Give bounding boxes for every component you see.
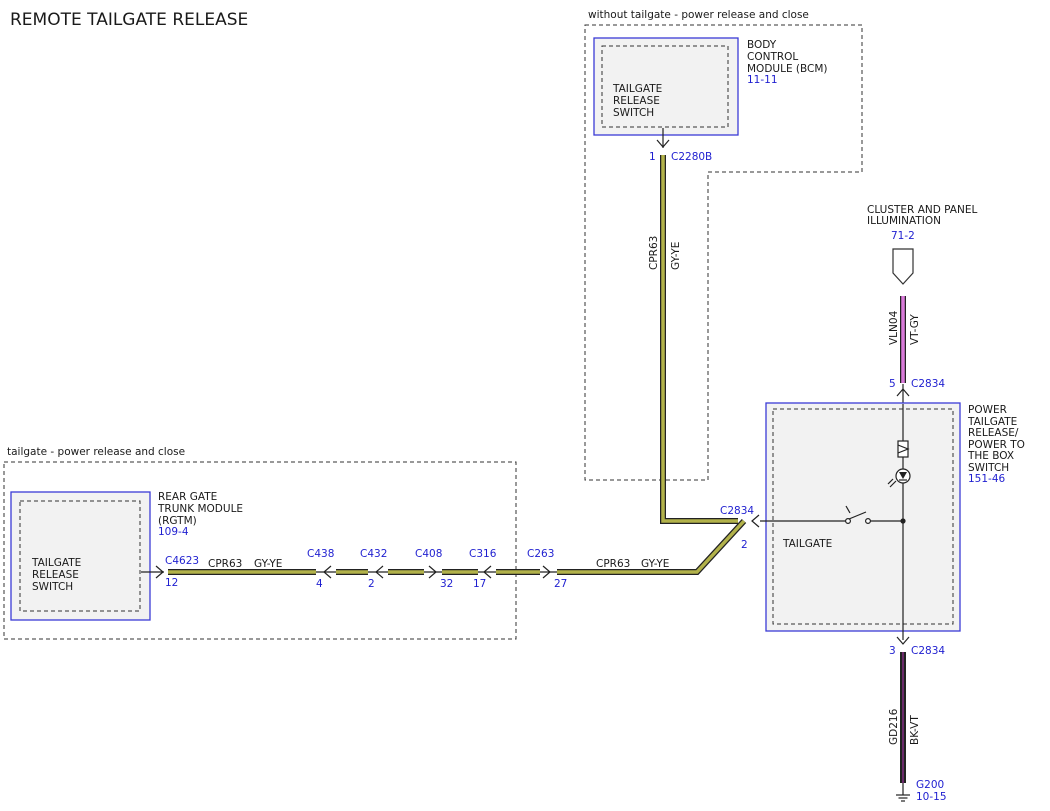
connector-c438-name: C438 [307,548,334,560]
rgtm-switch-label-3: SWITCH [32,581,73,593]
ptr-switch-area [772,408,954,625]
ground-name: G200 [916,779,944,791]
ptr-switch-contact-right [864,517,871,524]
ptr-name-2: TAILGATE [967,416,1017,428]
bcm-switch-label-1: TAILGATE [612,83,662,95]
wire-main-color: GY-YE [641,558,669,570]
ptr-switch-actuator [845,505,851,514]
connector-c438-pin: 4 [316,578,323,590]
connector-c263-name: C263 [527,548,554,560]
rgtm-switch-label-2: RELEASE [32,569,79,581]
rgtm-ref: 109-4 [158,526,189,538]
inline-connector-c316 [478,565,496,579]
wire-gd216-color: BK-VT [909,715,921,745]
rgtm-name-3: (RGTM) [158,515,197,527]
ptr-left-connector-arrow [751,514,760,528]
group-box-tailgate [3,461,517,640]
ptr-top-connector: C2834 [911,378,945,390]
ptr-name-1: POWER [968,404,1007,416]
cluster-name-1: CLUSTER AND PANEL [867,204,977,216]
ptr-bottom-pin: 3 [889,645,896,657]
ptr-left-pin: 2 [741,539,748,551]
connector-c408-name: C408 [415,548,442,560]
ptr-ref: 151-46 [968,473,1006,485]
inline-connector-c438 [316,565,336,579]
group-box-without-tailgate [584,24,863,481]
ptr-name-4: POWER TO [968,439,1025,451]
ptr-switch-label: TAILGATE [782,538,832,550]
ptr-top-pin: 5 [889,378,896,390]
ptr-left-connector: C2834 [720,505,754,517]
cluster-connector-symbol [892,248,914,285]
ptr-name-3: RELEASE/ [968,427,1019,439]
wire-vln04-circuit: VLN04 [888,310,900,345]
rgtm-connector-arrow [155,565,164,579]
ptr-name-6: SWITCH [968,462,1009,474]
wire-vertical-circuit: CPR63 [648,236,660,270]
bcm-ref: 11-11 [747,74,778,86]
ptr-name-5: THE BOX [967,450,1014,462]
rgtm-name-1: REAR GATE [158,491,217,503]
connector-c432-pin: 2 [368,578,375,590]
wire-rgtm-circuit: CPR63 [208,558,242,570]
rgtm-name-2: TRUNK MODULE [157,503,243,515]
ptr-resistor-mark [897,444,910,454]
wire-rgtm-color: GY-YE [254,558,282,570]
bcm-pin-number: 1 [649,151,656,163]
wire-cpr63-vertical [660,155,738,524]
wire-gd216-circuit: GD216 [888,708,900,745]
inline-connector-c263 [540,565,557,579]
bcm-connector-name: C2280B [671,151,712,163]
rgtm-pin-number: 12 [165,577,178,589]
group-label-tailgate: tailgate - power release and close [7,446,185,458]
bcm-name-3: MODULE (BCM) [747,63,828,75]
inline-connector-c432 [368,565,388,579]
inline-connector-c408 [424,565,442,579]
group-label-without-tailgate: without tailgate - power release and clo… [588,9,809,21]
connector-c408-pin: 32 [440,578,453,590]
connector-c432-name: C432 [360,548,387,560]
cluster-ref: 71-2 [891,230,915,242]
bcm-name-2: CONTROL [747,51,798,63]
connector-c263-pin: 27 [554,578,567,590]
bcm-connector-arrow [656,139,670,148]
rgtm-connector-name: C4623 [165,555,199,567]
ptr-bottom-connector: C2834 [911,645,945,657]
ptr-led-rays [887,478,897,488]
rgtm-switch-label-1: TAILGATE [31,557,81,569]
wire-cpr63-vertical-fill [661,155,738,523]
ptr-led-diode [899,472,907,479]
ptr-switch-contact-left [844,517,851,524]
ptr-switch-blade [848,511,867,520]
wire-cpr63-horizontal [168,518,747,575]
bcm-switch-label-2: RELEASE [613,95,660,107]
diagram-title: REMOTE TAILGATE RELEASE [10,10,248,30]
connector-c316-pin: 17 [473,578,486,590]
wire-main-circuit: CPR63 [596,558,630,570]
rgtm-tailgate-release-switch [19,500,141,612]
connector-c316-name: C316 [469,548,497,560]
ground-ref: 10-15 [916,791,947,803]
wire-vln04-color: VT-GY [909,314,921,345]
cluster-name-2: ILLUMINATION [867,215,941,227]
bcm-tailgate-release-switch [601,45,729,128]
ptr-bottom-connector-arrow [896,636,910,645]
bcm-name-1: BODY [747,39,777,51]
wire-vertical-color: GY-YE [670,242,682,270]
bcm-switch-label-3: SWITCH [613,107,654,119]
